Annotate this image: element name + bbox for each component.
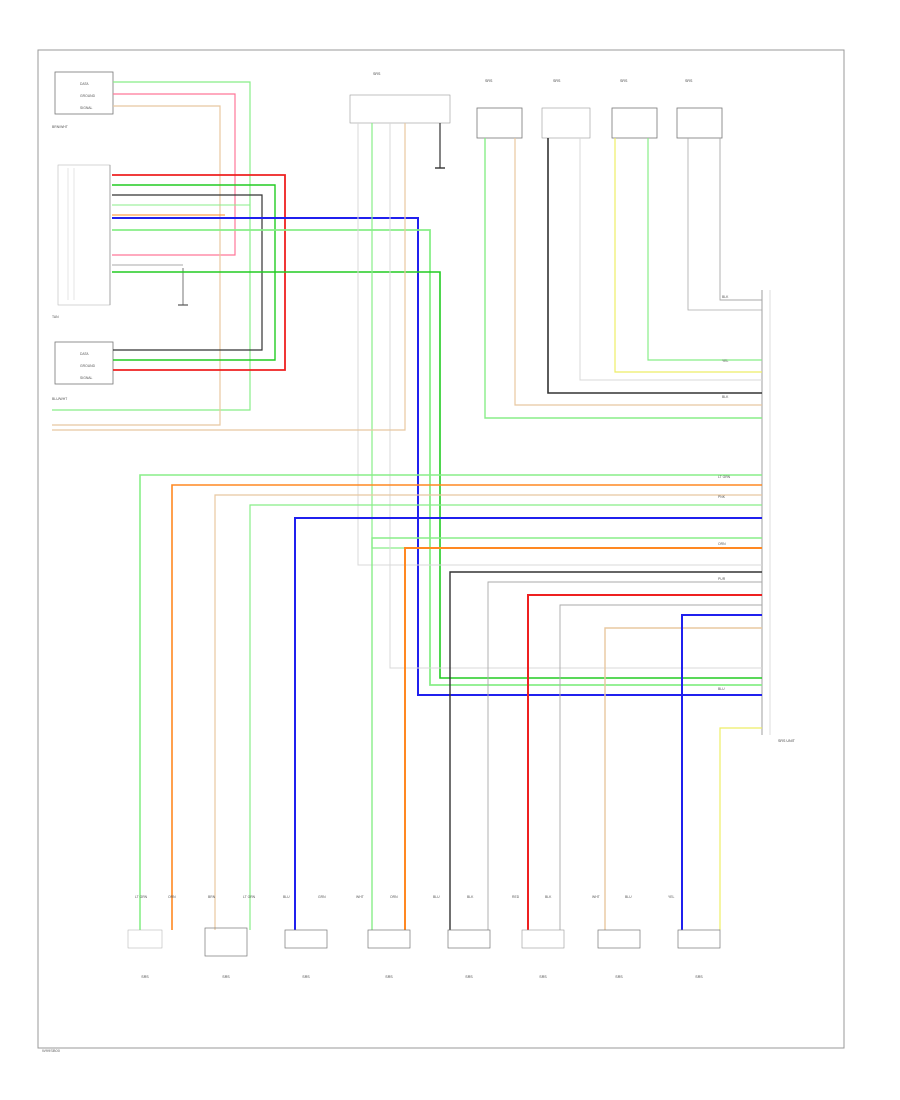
ground-symbol-left bbox=[178, 268, 188, 306]
wire-tan bbox=[52, 105, 221, 426]
svg-text:SRS: SRS bbox=[485, 79, 493, 83]
svg-text:GROUND: GROUND bbox=[80, 364, 96, 368]
wire-tan bbox=[214, 494, 762, 930]
svg-text:BRN/WHT: BRN/WHT bbox=[52, 125, 68, 129]
svg-text:ORN: ORN bbox=[718, 542, 726, 546]
bottom-component-caption: SRS bbox=[141, 975, 149, 979]
svg-text:GROUND: GROUND bbox=[80, 94, 96, 98]
bottom-component-caption: SRS bbox=[222, 975, 230, 979]
belt-tension-sensor-top: DATA GROUND SIGNAL BRN/WHT bbox=[52, 71, 114, 129]
bottom-component-caption: SRS bbox=[465, 975, 473, 979]
wire-orange bbox=[171, 484, 762, 930]
svg-text:SRS: SRS bbox=[685, 79, 693, 83]
bottom-wire-label: BLK bbox=[545, 895, 552, 899]
diagram-frame bbox=[37, 49, 845, 1049]
wire-yellow bbox=[719, 727, 762, 930]
diagram-code: W99SB00 bbox=[42, 1048, 61, 1053]
bottom-wire-label: BLU bbox=[625, 895, 632, 899]
bottom-component-captions: SRS SRS SRS SRS SRS SRS SRS SRS bbox=[141, 975, 703, 979]
right-wire-labels: BLK YEL BLK LT GRN PNK ORN PUR BLU bbox=[718, 295, 731, 691]
wire-white bbox=[389, 123, 762, 669]
bottom-wire-label: WHT bbox=[356, 895, 364, 899]
bottom-wire-label: YEL bbox=[668, 895, 675, 899]
top-sensor-3: SRS bbox=[611, 79, 658, 139]
svg-text:DATA: DATA bbox=[80, 352, 89, 356]
bottom-wire-label: LT GRN bbox=[243, 895, 256, 899]
bottom-connectors bbox=[127, 927, 721, 957]
wire-yellow bbox=[614, 138, 762, 373]
svg-text:SRS: SRS bbox=[373, 72, 381, 76]
top-sensor-4: SRS bbox=[676, 79, 723, 139]
wire-gray bbox=[719, 138, 762, 301]
wire-white bbox=[357, 123, 762, 566]
svg-text:DATA: DATA bbox=[80, 82, 89, 86]
bottom-wire-label: GRN bbox=[318, 895, 326, 899]
wire-blue bbox=[112, 217, 762, 696]
svg-text:SRS: SRS bbox=[553, 79, 561, 83]
bottom-wire-label: BLU bbox=[433, 895, 440, 899]
svg-text:BLU: BLU bbox=[718, 687, 725, 691]
bottom-wire-label: RED bbox=[512, 895, 520, 899]
top-sensor-1: SRS bbox=[476, 79, 523, 139]
wire-blue bbox=[681, 614, 762, 930]
wire-blue bbox=[294, 517, 762, 930]
svg-text:PUR: PUR bbox=[718, 577, 726, 581]
wire-red bbox=[527, 594, 762, 930]
wire-tan bbox=[52, 123, 406, 431]
wire-gray bbox=[687, 138, 762, 311]
wire-light-green bbox=[647, 138, 762, 361]
top-sensor-2: SRS bbox=[541, 79, 591, 139]
svg-text:PNK: PNK bbox=[718, 495, 726, 499]
ground-symbol-top bbox=[435, 123, 445, 169]
bottom-wire-label: ORN bbox=[168, 895, 176, 899]
belt-tension-sensor-bottom: DATA GROUND SIGNAL BLU/WHT bbox=[52, 341, 114, 401]
svg-text:TAN: TAN bbox=[52, 315, 59, 319]
bottom-component-caption: SRS bbox=[302, 975, 310, 979]
wire-tan bbox=[514, 138, 762, 406]
wire-white bbox=[579, 138, 762, 381]
bottom-wire-label: WHT bbox=[592, 895, 600, 899]
svg-text:YEL: YEL bbox=[722, 359, 729, 363]
svg-text:LT GRN: LT GRN bbox=[718, 475, 731, 479]
svg-text:SRS: SRS bbox=[620, 79, 628, 83]
svg-text:SIGNAL: SIGNAL bbox=[80, 106, 93, 110]
wire-orange bbox=[404, 547, 762, 930]
svg-text:BLK: BLK bbox=[722, 395, 729, 399]
svg-text:SRS UNIT: SRS UNIT bbox=[778, 739, 796, 743]
wire-tan bbox=[604, 627, 762, 930]
wire-light-green bbox=[139, 474, 762, 930]
bottom-wire-label: ORN bbox=[390, 895, 398, 899]
wire-light-green bbox=[371, 537, 762, 930]
passenger-occupant-detection-connector: TAN bbox=[52, 164, 111, 319]
bottom-component-caption: SRS bbox=[695, 975, 703, 979]
wire-light-green bbox=[484, 138, 762, 419]
bottom-wire-label: BLK bbox=[467, 895, 474, 899]
srs-unit-connector-top: SRS bbox=[349, 72, 451, 124]
wire-light-green bbox=[249, 504, 762, 930]
svg-text:BLK: BLK bbox=[722, 295, 729, 299]
bottom-wire-label: LT GRN bbox=[135, 895, 148, 899]
wire-gray bbox=[487, 581, 762, 930]
bottom-component-caption: SRS bbox=[385, 975, 393, 979]
wire-gray bbox=[559, 604, 762, 930]
bottom-component-caption: SRS bbox=[615, 975, 623, 979]
bottom-wire-label: BLU bbox=[283, 895, 290, 899]
wire-black bbox=[547, 138, 762, 394]
bottom-wire-labels: LT GRN ORN BRN LT GRN BLU GRN WHT ORN BLU BLK RED B… bbox=[135, 895, 675, 899]
wire-harness bbox=[52, 81, 762, 930]
svg-text:BLU/WHT: BLU/WHT bbox=[52, 397, 67, 401]
wire-light-green bbox=[52, 81, 251, 411]
bottom-component-caption: SRS bbox=[539, 975, 547, 979]
wire-light-green bbox=[112, 229, 762, 686]
svg-text:SIGNAL: SIGNAL bbox=[80, 376, 93, 380]
bottom-wire-label: BRN bbox=[208, 895, 216, 899]
wire-black bbox=[449, 571, 762, 930]
srs-unit-right-connector: SRS UNIT bbox=[761, 290, 796, 743]
